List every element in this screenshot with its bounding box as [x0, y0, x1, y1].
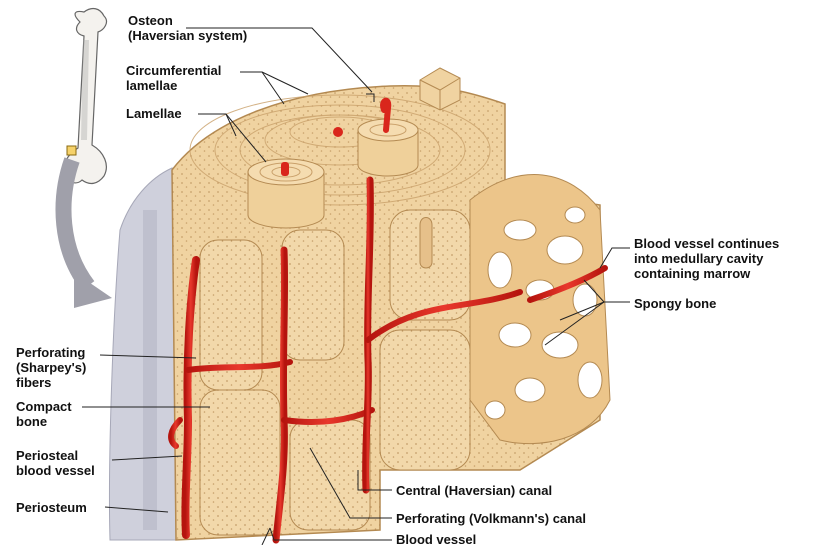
long-bone-icon	[64, 9, 107, 184]
label-lamellae: Lamellae	[126, 106, 182, 121]
label-periosteum: Periosteum	[16, 500, 87, 515]
periosteum-layer	[109, 168, 176, 540]
label-perforating-canal: Perforating (Volkmann's) canal	[396, 511, 586, 526]
label-spongy-bone: Spongy bone	[634, 296, 716, 311]
central-canal-dot	[333, 127, 343, 137]
spongy-bone	[470, 175, 610, 444]
label-central-canal: Central (Haversian) canal	[396, 483, 552, 498]
label-perforating-fibers: Perforating(Sharpey's)fibers	[16, 345, 86, 390]
label-osteon: Osteon(Haversian system)	[128, 13, 247, 43]
osteon-cylinder-left	[248, 159, 324, 228]
